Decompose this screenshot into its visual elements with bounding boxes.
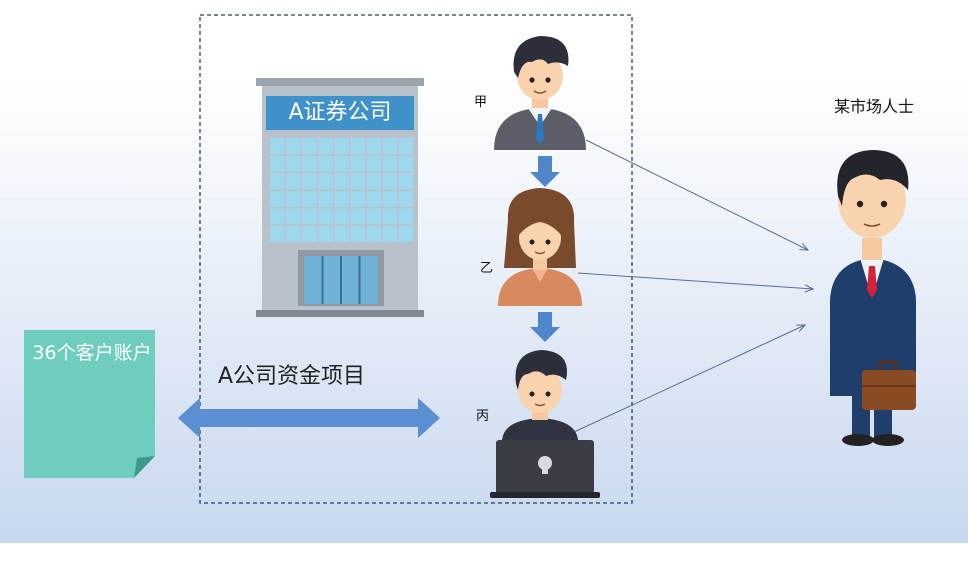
- person-tag-bing: 丙: [476, 409, 490, 424]
- building-window: [334, 190, 349, 207]
- company-name-label: A证券公司: [288, 100, 392, 125]
- building-window: [302, 190, 317, 207]
- building-window: [398, 173, 414, 190]
- building-window: [382, 138, 398, 154]
- building-window: [318, 190, 333, 207]
- building-window: [350, 155, 365, 172]
- building-window: [350, 226, 365, 242]
- building-window: [286, 138, 301, 154]
- building-window: [398, 226, 414, 242]
- building-window: [334, 138, 349, 154]
- building-window: [334, 173, 349, 190]
- building-window: [270, 138, 285, 154]
- building-window: [382, 190, 398, 207]
- building-window: [286, 208, 301, 225]
- building-window: [286, 226, 301, 242]
- person-icon: [830, 150, 916, 446]
- building-window: [366, 226, 382, 242]
- building-window: [270, 190, 285, 207]
- building-window: [366, 173, 382, 190]
- building-window: [286, 155, 301, 172]
- building-window: [334, 155, 349, 172]
- link-arrow: [573, 325, 805, 433]
- person-icon: [494, 36, 586, 150]
- link-arrow: [577, 272, 813, 289]
- building-window: [302, 208, 317, 225]
- link-arrow: [585, 139, 808, 250]
- building-window: [398, 155, 414, 172]
- building-window: [382, 208, 398, 225]
- building-window: [366, 190, 382, 207]
- client-accounts-label: 36个客户账户: [32, 342, 152, 364]
- building-window: [398, 190, 414, 207]
- building-window: [270, 226, 285, 242]
- building-window: [270, 208, 285, 225]
- building-window: [302, 173, 317, 190]
- company-group-frame: [199, 14, 633, 504]
- building-window: [334, 226, 349, 242]
- person-icon: [502, 350, 578, 440]
- person-icon: [498, 188, 582, 306]
- building-window: [350, 138, 365, 154]
- building-icon: [256, 78, 424, 317]
- building-window: [334, 208, 349, 225]
- building-window: [318, 138, 333, 154]
- building-window: [286, 190, 301, 207]
- document-icon: [24, 330, 155, 478]
- building-window: [350, 173, 365, 190]
- building-window: [318, 226, 333, 242]
- building-window: [270, 173, 285, 190]
- building-window: [382, 173, 398, 190]
- building-window: [302, 226, 317, 242]
- bottom-band: [0, 543, 968, 561]
- laptop-icon: [490, 440, 600, 498]
- briefcase-icon: [862, 360, 916, 410]
- building-window: [302, 138, 317, 154]
- down-arrow-icon: [530, 156, 560, 187]
- market-person-label: 某市场人士: [834, 97, 915, 116]
- fund-project-label: A公司资金项目: [218, 364, 366, 389]
- person-tag-yi: 乙: [480, 261, 494, 276]
- building-window: [398, 208, 414, 225]
- building-window: [366, 155, 382, 172]
- double-arrow-icon: [178, 398, 440, 438]
- building-window: [382, 226, 398, 242]
- building-window: [350, 190, 365, 207]
- building-window: [366, 208, 382, 225]
- building-window: [366, 138, 382, 154]
- down-arrow-icon: [530, 312, 560, 342]
- building-window: [286, 173, 301, 190]
- building-window: [398, 138, 414, 154]
- person-tag-jia: 甲: [474, 95, 488, 110]
- building-window: [318, 173, 333, 190]
- building-window: [318, 208, 333, 225]
- building-window: [350, 208, 365, 225]
- building-window: [302, 155, 317, 172]
- building-window: [318, 155, 333, 172]
- building-window: [270, 155, 285, 172]
- building-window: [382, 155, 398, 172]
